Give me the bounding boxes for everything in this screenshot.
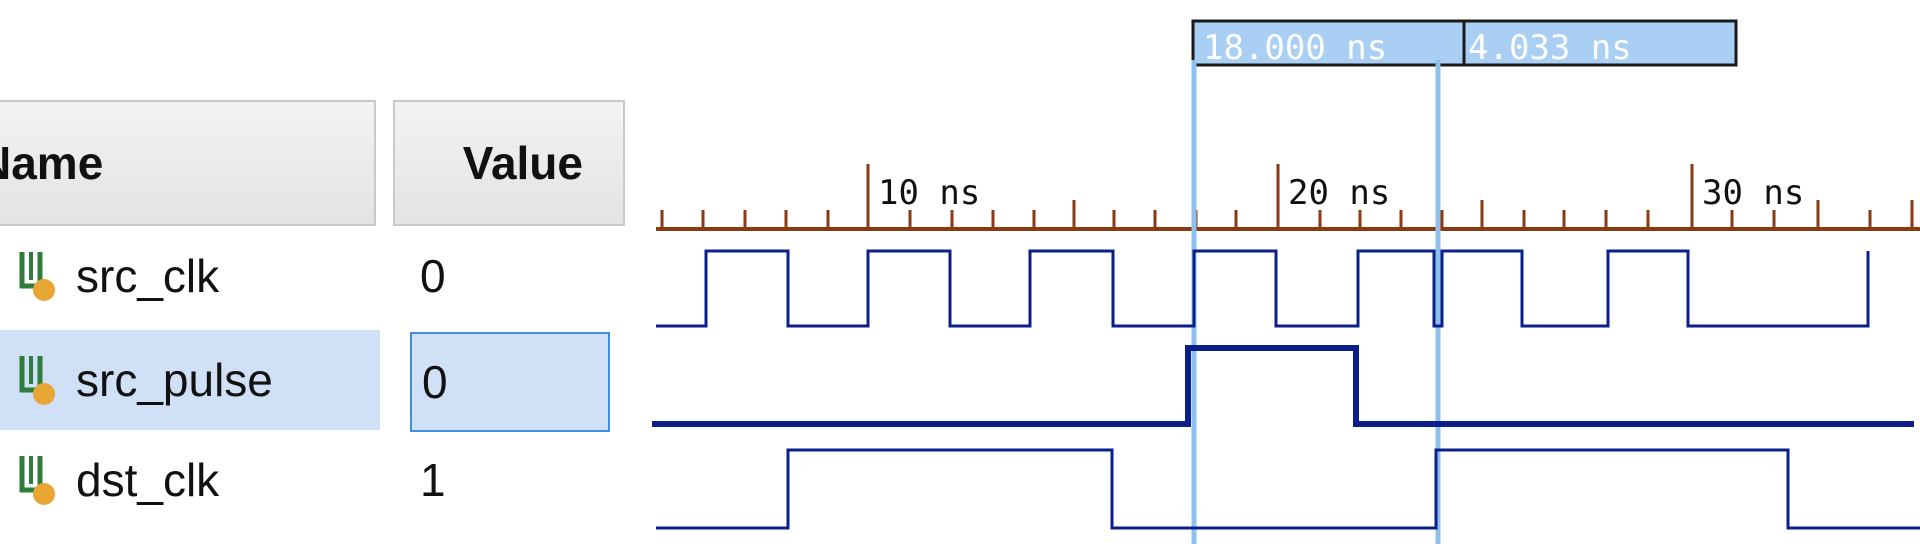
tick-label-20ns: 20 ns	[1288, 173, 1390, 213]
logic-signal-icon	[19, 356, 55, 405]
tick-label-10ns: 10 ns	[878, 173, 980, 213]
name-column-label: Name	[0, 137, 104, 189]
waveform-dst-clk	[656, 448, 1920, 530]
timeline-major-ticks	[866, 164, 1694, 229]
delta-time-marker[interactable]	[1462, 19, 1738, 67]
signal-name: src_clk	[76, 250, 220, 302]
signal-name: dst_clk	[76, 454, 220, 506]
timeline-minor-ticks	[660, 200, 1914, 229]
waveform-src-clk	[656, 249, 1870, 328]
signal-value: 1	[420, 454, 446, 506]
signal-value-selected[interactable]: 0	[410, 332, 610, 432]
logic-signal-icon	[19, 252, 55, 301]
name-column-header[interactable]: Name	[0, 100, 376, 226]
cursor-time-marker[interactable]	[1191, 19, 1466, 67]
signal-value: 0	[420, 250, 446, 302]
value-column-header[interactable]: Value	[393, 100, 625, 226]
signal-row-src-pulse[interactable]: src_pulse	[0, 330, 380, 430]
value-column-label: Value	[462, 137, 583, 189]
cursor-time-label: 18.000 ns	[1203, 28, 1387, 68]
signal-row-src-clk[interactable]: src_clk	[0, 226, 380, 326]
signal-row-dst-clk[interactable]: dst_clk	[0, 430, 380, 530]
logic-signal-icon	[19, 456, 55, 505]
delta-time-label: 4.033 ns	[1468, 28, 1632, 68]
waveform-src-pulse	[652, 345, 1914, 427]
signal-name: src_pulse	[76, 354, 273, 406]
tick-label-30ns: 30 ns	[1702, 173, 1804, 213]
